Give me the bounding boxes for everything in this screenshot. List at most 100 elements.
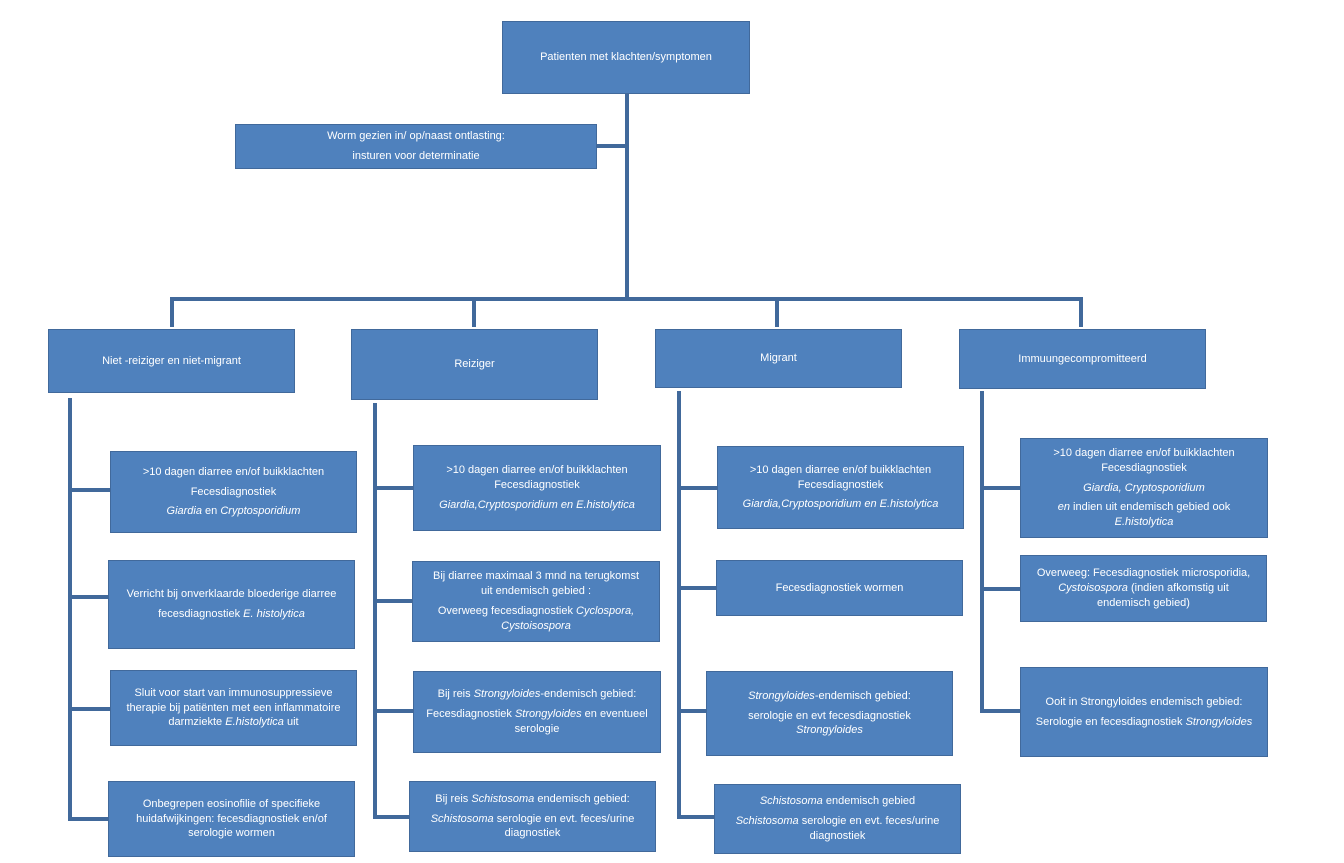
italic-term: Cystoisospora: [1058, 582, 1128, 595]
col4-box-diarree: >10 dagen diarree en/of buikklachten Fec…: [1020, 438, 1268, 538]
italic-term: Strongyloides: [473, 688, 541, 701]
category-immuun: Immuungecompromitteerd: [959, 329, 1206, 389]
italic-term: E.histolytica: [225, 716, 284, 729]
text-line: Sluit voor start van immunosuppressieve: [134, 686, 333, 699]
category-label: Immuungecompromitteerd: [1018, 352, 1147, 365]
col3-box-wormen: Fecesdiagnostiek wormen: [716, 560, 963, 616]
text-line: Fecesdiagnostiek wormen: [775, 581, 904, 594]
text-line: darmziekte E.histolytica uit: [168, 715, 298, 730]
col1-box-diarree: >10 dagen diarree en/of buikklachten Fec…: [110, 451, 357, 533]
worm-node: Worm gezien in/ op/naast ontlasting: ins…: [235, 124, 597, 169]
category-label: Niet -reiziger en niet-migrant: [102, 354, 241, 367]
category-label: Reiziger: [454, 358, 495, 371]
text-line: fecesdiagnostiek E. histolytica: [158, 607, 305, 622]
text-line: therapie bij patiënten met een inflammat…: [126, 701, 341, 714]
italic-term: Schistosoma: [471, 792, 535, 805]
italic-term: Strongyloides: [748, 689, 815, 702]
text-line: Onbegrepen eosinofilie of specifieke: [142, 797, 321, 810]
text-run: en: [202, 505, 221, 518]
text-line: Verricht bij onverklaarde bloederige dia…: [126, 588, 337, 601]
text-line: serologie wormen: [188, 827, 275, 840]
category-migrant: Migrant: [655, 329, 902, 388]
text-run: endemisch gebied:: [534, 792, 630, 805]
col1-box-eosinofilie: Onbegrepen eosinofilie of specifieke hui…: [108, 781, 355, 857]
text-run: fecesdiagnostiek: [158, 608, 244, 620]
text-run: Fecesdiagnostiek: [426, 708, 515, 721]
col1-box-bloederig: Verricht bij onverklaarde bloederige dia…: [108, 560, 355, 649]
italic-term: en: [1057, 501, 1070, 514]
text-run: (indien afkomstig uit: [1127, 582, 1229, 595]
text-line: Schistosoma endemisch gebied: [760, 794, 915, 809]
text-line: Fecesdiagnostiek: [190, 485, 277, 498]
category-reiziger: Reiziger: [351, 329, 598, 400]
text-run: Bij reis: [435, 792, 472, 805]
text-line: Bij reis Strongyloides-endemisch gebied:: [438, 687, 637, 702]
worm-line2: insturen voor determinatie: [352, 150, 480, 162]
italic-term: Giardia,Cryptosporidium en E.histolytica: [742, 498, 939, 511]
text-line: diagnostiek: [809, 829, 866, 842]
col2-box-diarree: >10 dagen diarree en/of buikklachten Fec…: [413, 445, 661, 531]
text-line: Strongyloides-endemisch gebied:: [748, 689, 911, 704]
text-line: huidafwijkingen: fecesdiagnostiek en/of: [136, 812, 327, 825]
italic-term: Schistosoma: [759, 795, 823, 808]
text-run: uit: [283, 716, 299, 729]
italic-term: E.histolytica: [1114, 516, 1174, 529]
text-line: Schistosoma serologie en evt. feces/urin…: [431, 812, 635, 827]
text-line: >10 dagen diarree en/of buikklachten: [446, 464, 628, 477]
text-line: Overweeg fecesdiagnostiek Cyclospora,: [438, 604, 634, 619]
root-node: Patienten met klachten/symptomen: [502, 21, 750, 94]
italic-term: Strongyloides: [1185, 715, 1253, 728]
italic-term: Cyclospora,: [576, 605, 635, 617]
text-run: endemisch gebied: [822, 795, 916, 808]
text-run: Overweeg fecesdiagnostiek: [437, 605, 577, 617]
text-line: Serologie en fecesdiagnostiek Strongyloi…: [1036, 715, 1252, 730]
text-line: >10 dagen diarree en/of buikklachten: [749, 463, 932, 476]
italic-term: Schistosoma: [430, 812, 494, 825]
text-run: darmziekte: [168, 716, 226, 729]
text-line: uit endemisch gebied :: [480, 585, 592, 598]
text-line: Schistosoma serologie en evt. feces/urin…: [736, 814, 940, 829]
text-line: Fecesdiagnostiek: [1101, 461, 1187, 474]
text-run: en eventueel: [581, 708, 648, 721]
text-line: Overweeg: Fecesdiagnostiek microsporidia…: [1036, 567, 1251, 580]
text-line: Fecesdiagnostiek: [494, 479, 580, 492]
text-line: Bij reis Schistosoma endemisch gebied:: [435, 792, 629, 807]
category-niet-reiziger: Niet -reiziger en niet-migrant: [48, 329, 295, 393]
category-label: Migrant: [760, 352, 797, 365]
text-line: Giardia en Cryptosporidium: [167, 504, 301, 519]
text-line: serologie en evt fecesdiagnostiek: [748, 709, 911, 722]
italic-term: Schistosoma: [735, 815, 799, 828]
italic-term: Cystoisospora: [501, 619, 571, 632]
text-line: >10 dagen diarree en/of buikklachten: [142, 465, 325, 478]
text-line: diagnostiek: [504, 827, 561, 840]
col4-box-strongyloides: Ooit in Strongyloides endemisch gebied: …: [1020, 667, 1268, 757]
text-run: indien uit endemisch gebied ook: [1070, 501, 1231, 514]
text-line: Fecesdiagnostiek Strongyloides en eventu…: [426, 707, 647, 722]
text-line: Ooit in Strongyloides endemisch gebied:: [1045, 695, 1243, 708]
text-run: Bij reis: [437, 688, 474, 701]
col2-box-schistosoma: Bij reis Schistosoma endemisch gebied: S…: [409, 781, 656, 852]
text-line: >10 dagen diarree en/of buikklachten: [1053, 446, 1235, 459]
italic-term: Giardia, Cryptosporidium: [1083, 481, 1205, 494]
italic-term: Giardia: [166, 505, 202, 518]
col2-box-strongyloides: Bij reis Strongyloides-endemisch gebied:…: [413, 671, 661, 753]
text-line: Fecesdiagnostiek: [797, 478, 884, 491]
text-line: Cystoisospora (indien afkomstig uit: [1058, 581, 1229, 596]
col3-box-schistosoma: Schistosoma endemisch gebied Schistosoma…: [714, 784, 961, 854]
col3-box-strongyloides: Strongyloides-endemisch gebied: serologi…: [706, 671, 953, 756]
text-run: serologie en evt. feces/urine: [493, 812, 635, 825]
col4-box-microsporidia: Overweeg: Fecesdiagnostiek microsporidia…: [1020, 555, 1267, 622]
text-line: Bij diarree maximaal 3 mnd na terugkomst: [432, 570, 640, 583]
italic-term: Cryptosporidium: [220, 505, 301, 518]
text-run: -endemisch gebied:: [540, 688, 637, 701]
text-run: serologie en evt. feces/urine: [798, 815, 940, 828]
col2-box-terugkomst: Bij diarree maximaal 3 mnd na terugkomst…: [412, 561, 660, 642]
col1-box-immunosuppressie: Sluit voor start van immunosuppressieve …: [110, 670, 357, 746]
text-run: Serologie en fecesdiagnostiek: [1035, 715, 1186, 728]
text-line: serologie: [514, 722, 560, 735]
text-line: endemisch gebied): [1097, 596, 1190, 609]
worm-line1: Worm gezien in/ op/naast ontlasting:: [327, 130, 505, 143]
italic-term: Giardia,Cryptosporidium en E.histolytica: [439, 498, 635, 511]
text-line: en indien uit endemisch gebied ook: [1058, 500, 1230, 515]
